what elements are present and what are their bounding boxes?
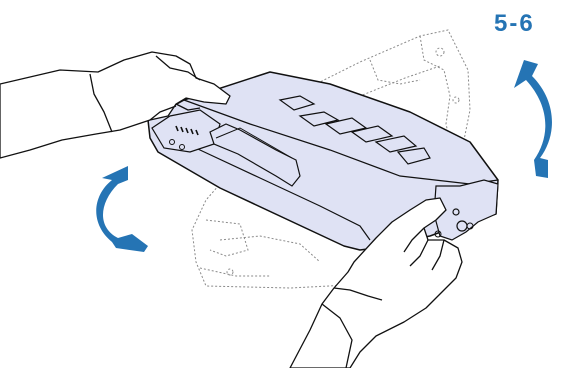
rotate-arrow-icon (514, 60, 552, 178)
rotate-arrow-icon (96, 166, 148, 252)
